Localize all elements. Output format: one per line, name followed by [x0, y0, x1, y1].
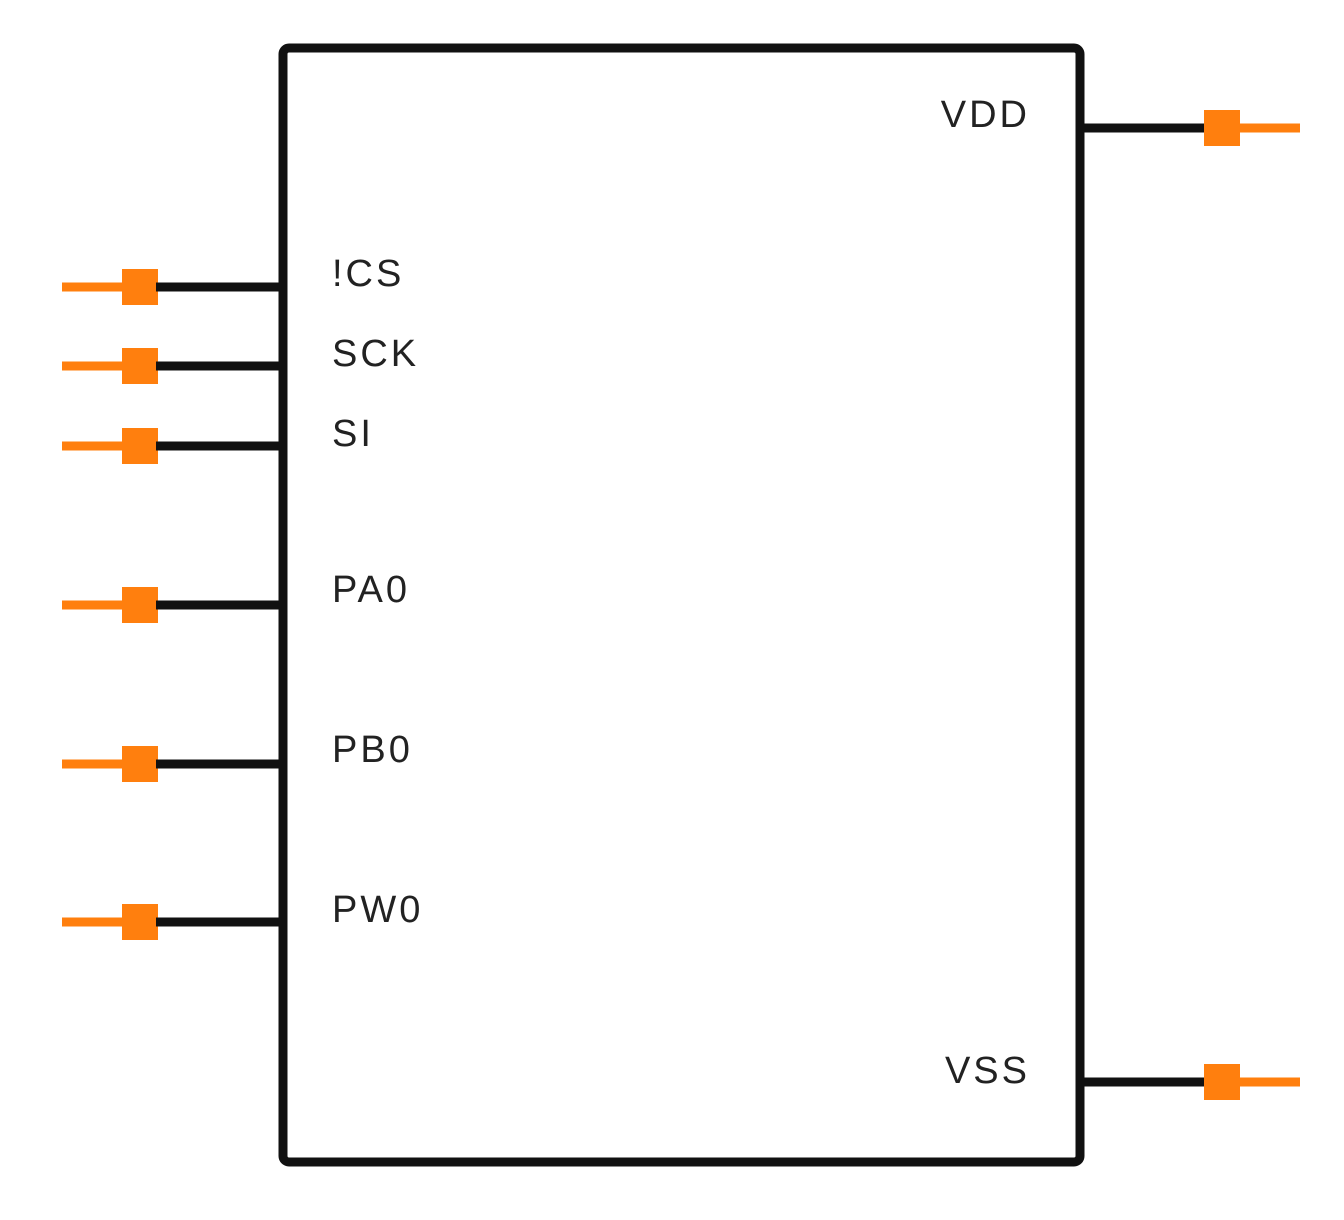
pin-pb0: PB0 [62, 729, 413, 782]
pin-pw0: PW0 [62, 889, 423, 940]
pin-vdd-label: VDD [941, 94, 1030, 136]
pin-vss: VSS [945, 1050, 1300, 1100]
pin-vss-label: VSS [945, 1050, 1030, 1092]
pin-pw0-label: PW0 [332, 889, 423, 931]
pin-pa0-terminal [122, 587, 158, 623]
pin-pa0: PA0 [62, 569, 410, 623]
pin-pb0-label: PB0 [332, 729, 413, 771]
pin-vdd-terminal [1204, 110, 1240, 146]
pin-sck: SCK [62, 333, 419, 384]
pin-si-label: SI [332, 413, 374, 455]
pin-sck-label: SCK [332, 333, 419, 375]
pin-pw0-terminal [122, 904, 158, 940]
pin-vss-terminal [1204, 1064, 1240, 1100]
pin-si: SI [62, 413, 374, 464]
pin-cs: !CS [62, 253, 404, 305]
pin-cs-label: !CS [332, 253, 404, 295]
pin-pb0-terminal [122, 746, 158, 782]
pin-vdd: VDD [941, 94, 1300, 146]
pin-si-terminal [122, 428, 158, 464]
pin-sck-terminal [122, 348, 158, 384]
pin-cs-terminal [122, 269, 158, 305]
pin-pa0-label: PA0 [332, 569, 410, 611]
